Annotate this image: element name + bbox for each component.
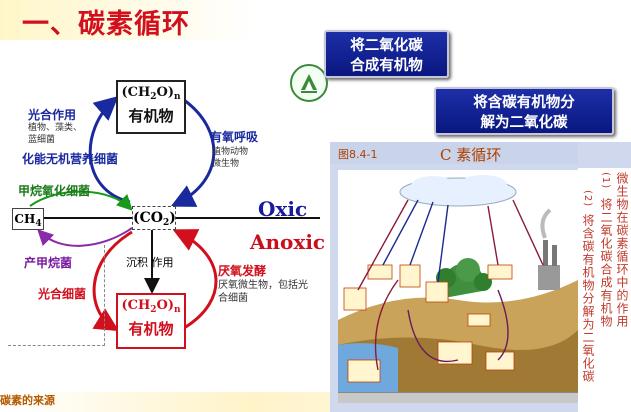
methane-oxidizers-label: 甲烷氧化细菌 [18,184,91,198]
photo-organisms-line-2: 蓝细菌 [28,135,56,145]
co2-node: (CO2) [132,206,176,230]
ch4-node: CH4 [12,208,44,230]
microbe-role-text: 微生物在碳素循环中的作用 [615,172,629,328]
dashed-frame [8,245,105,346]
bottom-partial-text: 碳素的来源 [0,394,55,407]
figure-title: C 素循环 [440,146,502,164]
formula-ch2o-n: (CH2O)n [121,85,181,102]
banner-synthesize-co2: 将二氧化碳 合成有机物 [324,30,449,78]
anaerobic-fermentation-label: 厌氧发酵 [218,264,267,278]
photo-bacteria-label: 光合细菌 [38,287,87,301]
carbon-cycle-illustration [338,170,578,400]
aerobic-respiration-arrow [170,98,216,207]
role-1-text: 将二氧化碳合成有机物 [599,198,613,328]
aerobic-respiration-label: 有氧呼吸 [210,130,259,144]
slide-title: 一、碳素循环 [22,9,190,40]
university-logo [290,64,328,104]
banner-decompose-organics: 将含碳有机物分 解为二氧化碳 [434,87,614,135]
process-label-boxes [343,264,515,383]
banner-line-1: 将含碳有机物分 [473,94,575,111]
cycle-arrows [357,199,544,371]
atmosphere-cloud [399,175,517,207]
logo-seal-icon [290,64,328,102]
figure-number: 图8.4-1 [338,148,378,161]
organic-matter-box-bottom: (CH2O)n 有机物 [116,293,186,349]
methane-oxidation-arrow [29,190,133,211]
photo-bacteria-arrow [92,230,133,332]
formula-ch2o-n: (CH2O)n [121,298,181,315]
figure-header [330,142,578,164]
anoxic-label: Anoxic [250,230,326,254]
anaerobic-fermentation-arrow [172,229,218,330]
banner-line-2: 合成有机物 [350,57,423,74]
oxic-label: Oxic [258,197,308,221]
methanogenesis-arrow [37,227,133,247]
organic-matter-label: 有机物 [128,107,174,125]
title-background [0,0,300,40]
explanation-column [578,168,631,412]
aerobic-organisms-line-1: 植物动物 [212,147,249,157]
role-2-number: (2) [582,190,593,208]
aerobic-organisms-line-2: 微生物 [212,159,240,169]
chemo-bacteria-label: 化能无机营养细菌 [22,152,119,166]
anaerobic-organisms-line-1: 厌氧微生物，包括光 [218,280,308,291]
organic-matter-box-top: (CH2O)n 有机物 [116,80,186,134]
photosynthesis-arrow [88,96,131,204]
photosynthesis-label: 光合作用 [28,108,77,122]
photo-organisms-line-1: 植物、藻类、 [28,123,83,133]
methanogens-label: 产甲烷菌 [24,256,73,270]
anaerobic-organisms-line-2: 合细菌 [218,293,248,304]
banner-line-1: 将二氧化碳 [350,37,423,54]
banner-line-2: 解为二氧化碳 [480,114,568,131]
organic-matter-label: 有机物 [128,320,174,338]
sedimentation-label: 沉积 作用 [126,256,174,269]
role-1-number: (1) [600,172,611,190]
media-playback-bar[interactable] [338,392,578,403]
role-2-text: 将含碳有机物分解为二氧化碳 [581,214,595,383]
carbon-cycle-arrows [29,96,320,332]
